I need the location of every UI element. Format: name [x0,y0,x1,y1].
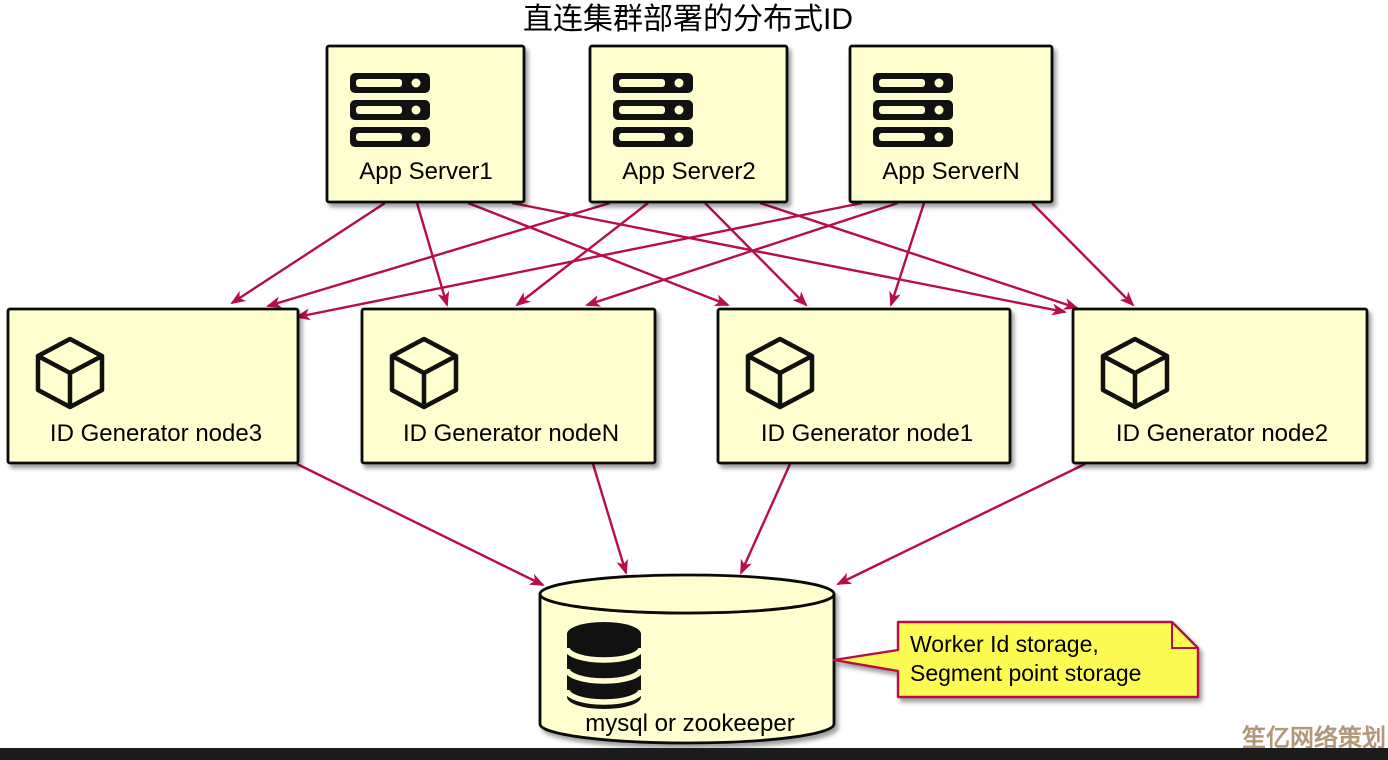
server-icon [873,73,953,147]
id-generator-node2-label: ID Generator node2 [1116,420,1328,447]
diagram-title: 直连集群部署的分布式ID [523,3,853,36]
id-generator-nodeN-label: ID Generator nodeN [403,420,619,447]
server-icon [613,73,693,147]
id-generator-node1-box [716,307,1012,465]
server-icon [350,73,430,147]
edge-appN-gen3 [295,201,863,321]
component-cube-icon [35,336,105,410]
note-fold-corner [1171,622,1198,649]
note-worker-id-storage: Worker Id storage, Segment point storage [832,620,1200,699]
note-body [832,620,1200,699]
database-cylinder-top [538,573,836,615]
edges-layer [230,201,1135,587]
component-cube-icon [389,336,459,410]
id-generator-node3-label: ID Generator node3 [50,420,262,447]
edge-app1-gen1 [467,201,730,307]
database-label: mysql or zookeeper [585,710,794,737]
edge-appN-genN [585,201,899,307]
note-line1: Worker Id storage, [910,631,1099,657]
node-id-generator-node2: ID Generator node2 [1071,307,1369,465]
watermark: 笙亿网络策划 [1241,724,1386,752]
bottom-bar [0,748,1388,760]
edge-app1-gen3 [230,201,386,305]
edge-app2-gen3 [266,201,611,308]
edge-app2-gen1 [704,202,808,307]
node-id-generator-node1: ID Generator node1 [716,307,1012,465]
note-line2: Segment point storage [910,660,1141,686]
edge-appN-gen1 [889,202,926,307]
edge-appN-gen2 [1031,202,1135,307]
component-cube-icon [745,336,815,410]
component-cube-icon [1100,336,1170,410]
edge-app2-gen2 [759,201,1079,310]
app-server2-label: App Server2 [622,158,755,185]
app-server1-label: App Server1 [359,158,492,185]
node-id-generator-nodeN: ID Generator nodeN [360,307,657,465]
edge-gen2-db [836,462,1086,586]
edge-gen3-db [296,462,545,587]
node-app-serverN: App ServerN [848,44,1054,204]
node-database: mysql or zookeeper [538,573,836,745]
database-icon [564,622,644,709]
node-app-server1: App Server1 [325,44,526,204]
edge-app1-gen2 [511,201,1067,316]
id-generator-node3-box [6,307,300,465]
edge-app2-genN [515,202,649,307]
edge-genN-db [591,463,628,575]
id-generator-node1-label: ID Generator node1 [761,420,973,447]
edge-gen1-db [739,463,792,575]
app-serverN-label: App ServerN [882,158,1019,185]
node-id-generator-node3: ID Generator node3 [6,307,300,465]
node-app-server2: App Server2 [588,44,789,204]
